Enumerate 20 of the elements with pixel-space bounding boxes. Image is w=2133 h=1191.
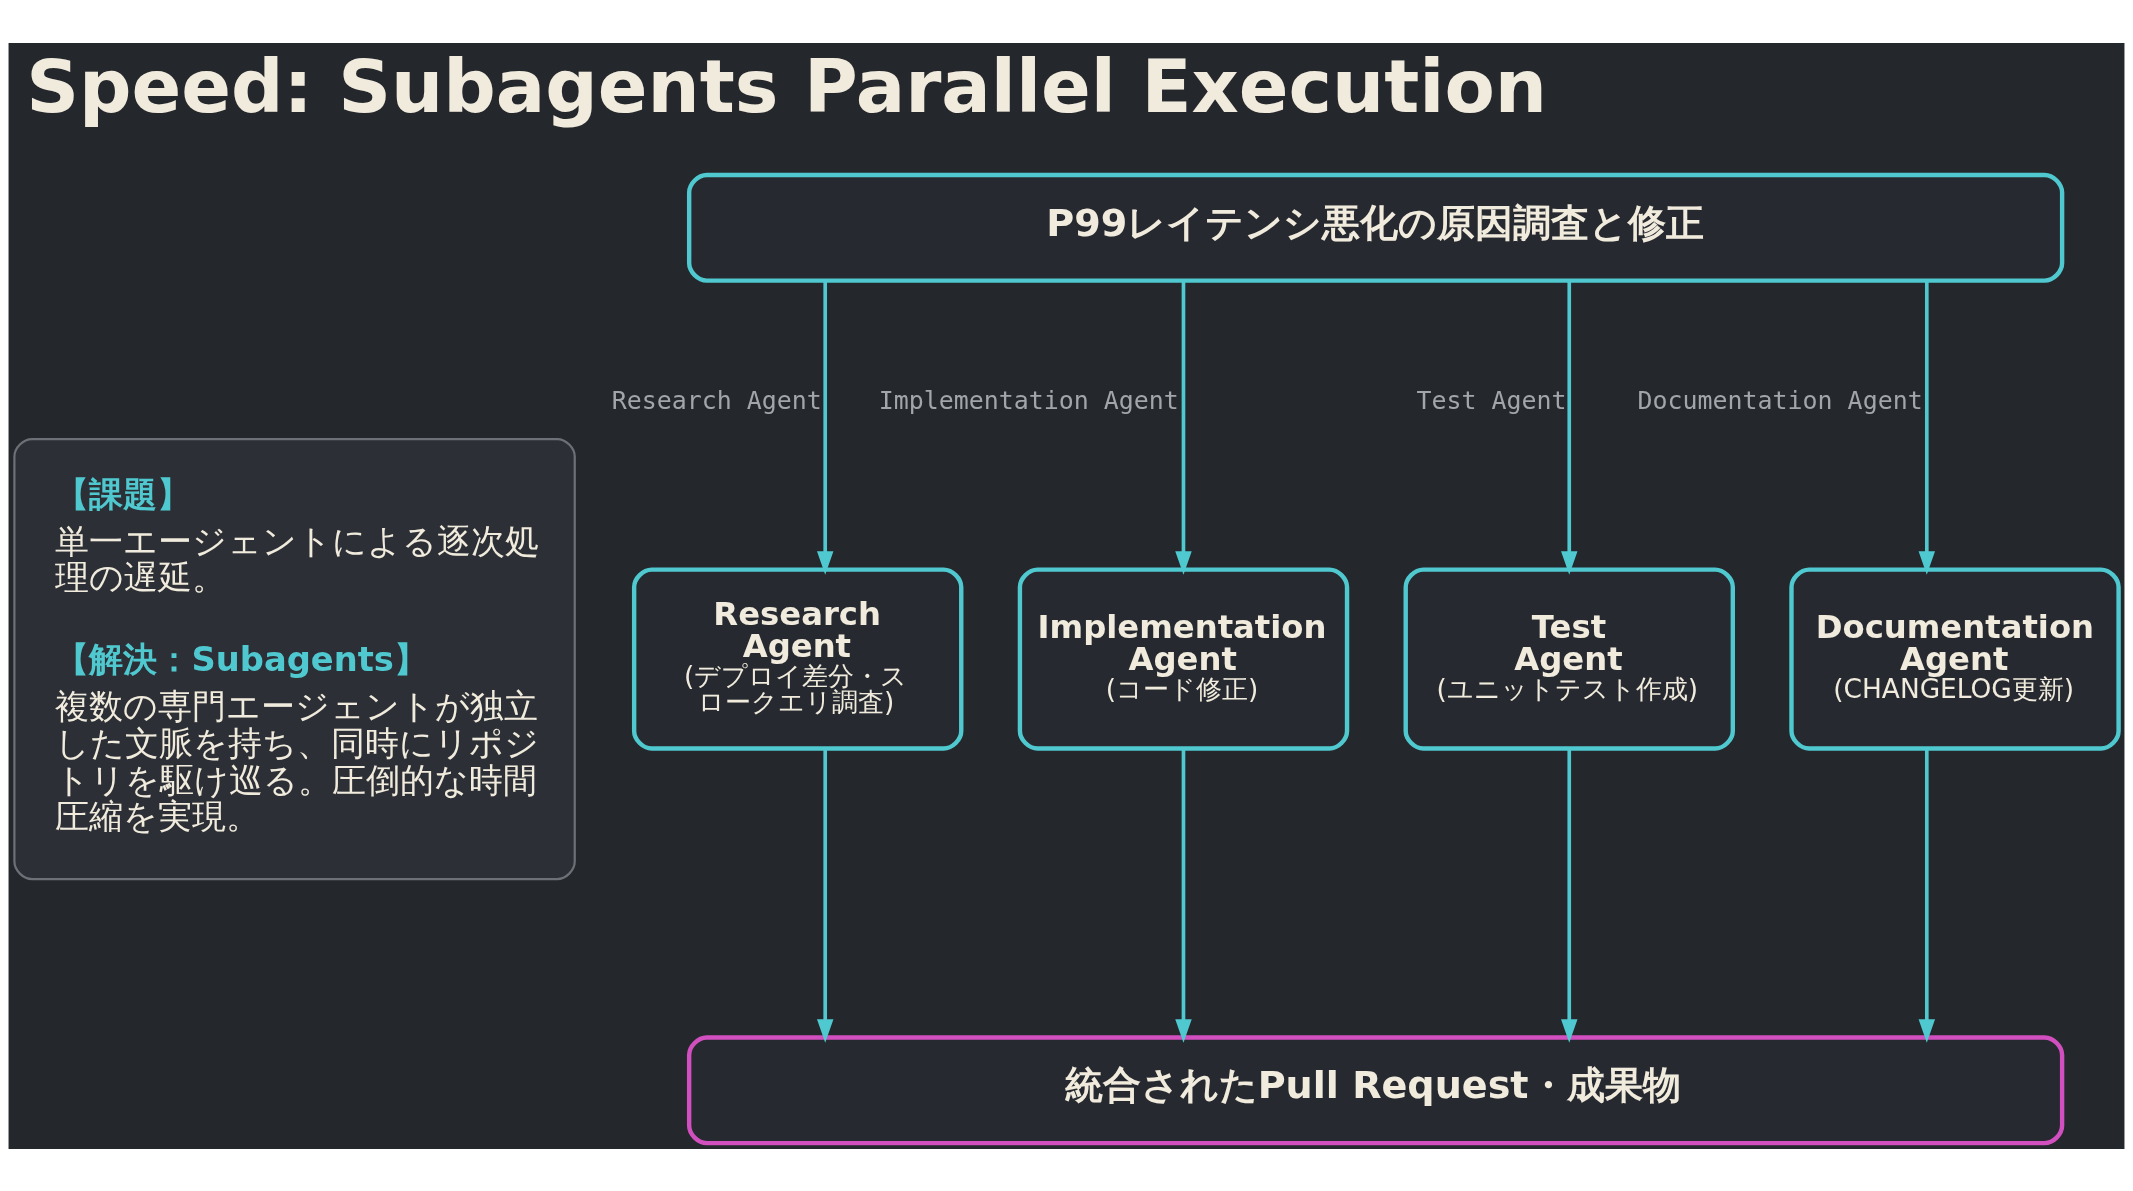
node-box: Test Agent (ユニットテスト作成) bbox=[1403, 566, 1735, 751]
arrow bbox=[1561, 280, 1578, 575]
edge-label: Documentation Agent bbox=[1637, 385, 1923, 415]
node-box: P99レイテンシ悪化の原因調査と修正 bbox=[686, 172, 2065, 283]
arrow bbox=[1918, 748, 1936, 1043]
edge-label: Research Agent bbox=[611, 385, 822, 415]
arrow bbox=[816, 280, 834, 575]
edge-label: Test Agent bbox=[1416, 385, 1567, 415]
arrow bbox=[1561, 748, 1578, 1043]
node-box: Implementation Agent (コード修正) bbox=[1017, 566, 1350, 751]
arrow bbox=[1918, 280, 1936, 575]
node-box: 【課題】 単一エージェントによる逐次処理の遅延。 【解決：Subagents】 複数の専門エージェントが独立した文脈を持ち、同時にリポジトリを駆け巡る。圧倒的な時間圧縮を実現。 bbox=[13, 437, 576, 880]
edge-label: Implementation Agent bbox=[878, 385, 1179, 415]
node-box: Documentation Agent (CHANGELOG更新) bbox=[1789, 566, 2121, 751]
node-box: Research Agent (デプロイ差分・スロークエリ調査) bbox=[631, 566, 964, 751]
node-box: 統合されたPull Request・成果物 bbox=[686, 1034, 2065, 1145]
arrow bbox=[1175, 280, 1192, 575]
arrow bbox=[816, 748, 834, 1043]
arrow bbox=[1175, 748, 1192, 1043]
diagram-title: Speed: Subagents Parallel Execution bbox=[26, 43, 1548, 129]
